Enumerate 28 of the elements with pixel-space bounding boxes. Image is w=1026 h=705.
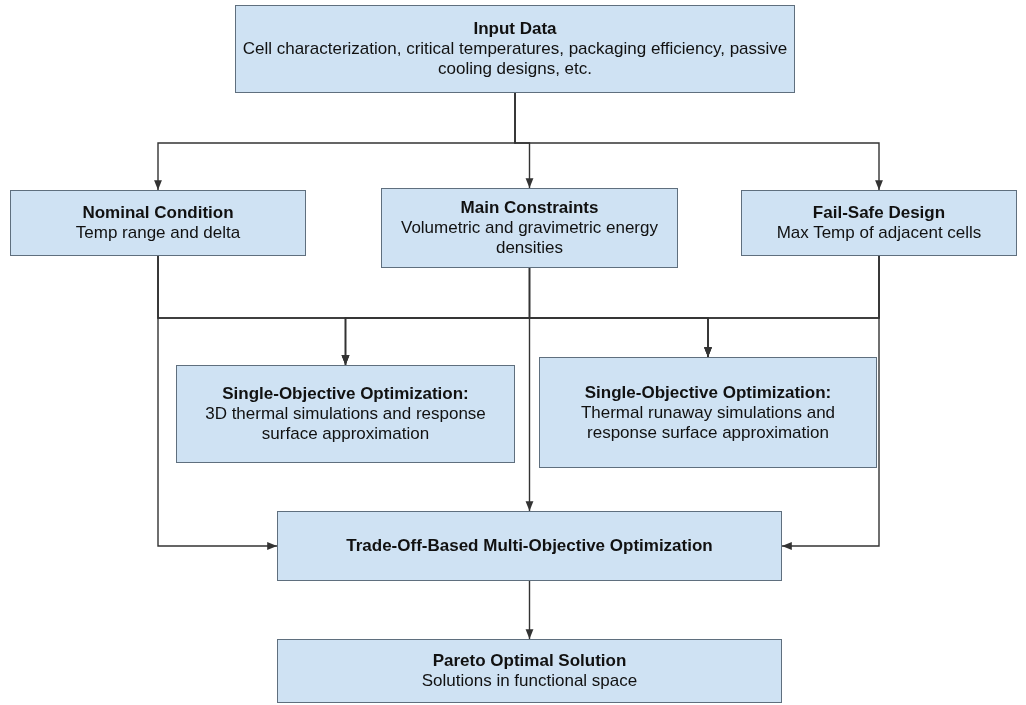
box-heading: Single-Objective Optimization: — [222, 384, 469, 404]
arrow — [514, 92, 883, 191]
box-heading: Nominal Condition — [82, 203, 234, 223]
box-description: 3D thermal simulations and response surface approximation — [204, 404, 487, 444]
arrow — [781, 255, 880, 550]
process-box — [381, 188, 678, 268]
process-box — [277, 511, 782, 581]
process-box — [539, 357, 877, 468]
arrow — [525, 267, 534, 512]
box-heading: Input Data — [473, 19, 557, 39]
box-heading: Fail-Safe Design — [812, 203, 946, 223]
box-description: Solutions in functional space — [421, 671, 638, 691]
box-description: Thermal runaway simulations and response surface approximation — [579, 402, 837, 443]
box-heading: Trade-Off-Based Multi-Objective Optimization — [346, 536, 713, 556]
process-box — [741, 190, 1017, 256]
box-description: Volumetric and gravimetric energy densities — [400, 218, 659, 258]
box-heading: Pareto Optimal Solution — [432, 651, 627, 671]
box-heading: Main Constraints — [460, 198, 599, 218]
process-box — [176, 365, 515, 463]
process-box — [10, 190, 306, 256]
box-heading: Single-Objective Optimization: — [584, 382, 832, 403]
arrow — [157, 255, 278, 550]
process-box — [277, 639, 782, 703]
box-description: Temp range and delta — [75, 223, 241, 243]
box-description: Cell characterization, critical temperatures, packaging efficiency, passive cooling designs, etc. — [242, 39, 788, 79]
arrow — [525, 580, 534, 640]
process-box — [235, 5, 795, 93]
box-description: Max Temp of adjacent cells — [776, 223, 982, 243]
